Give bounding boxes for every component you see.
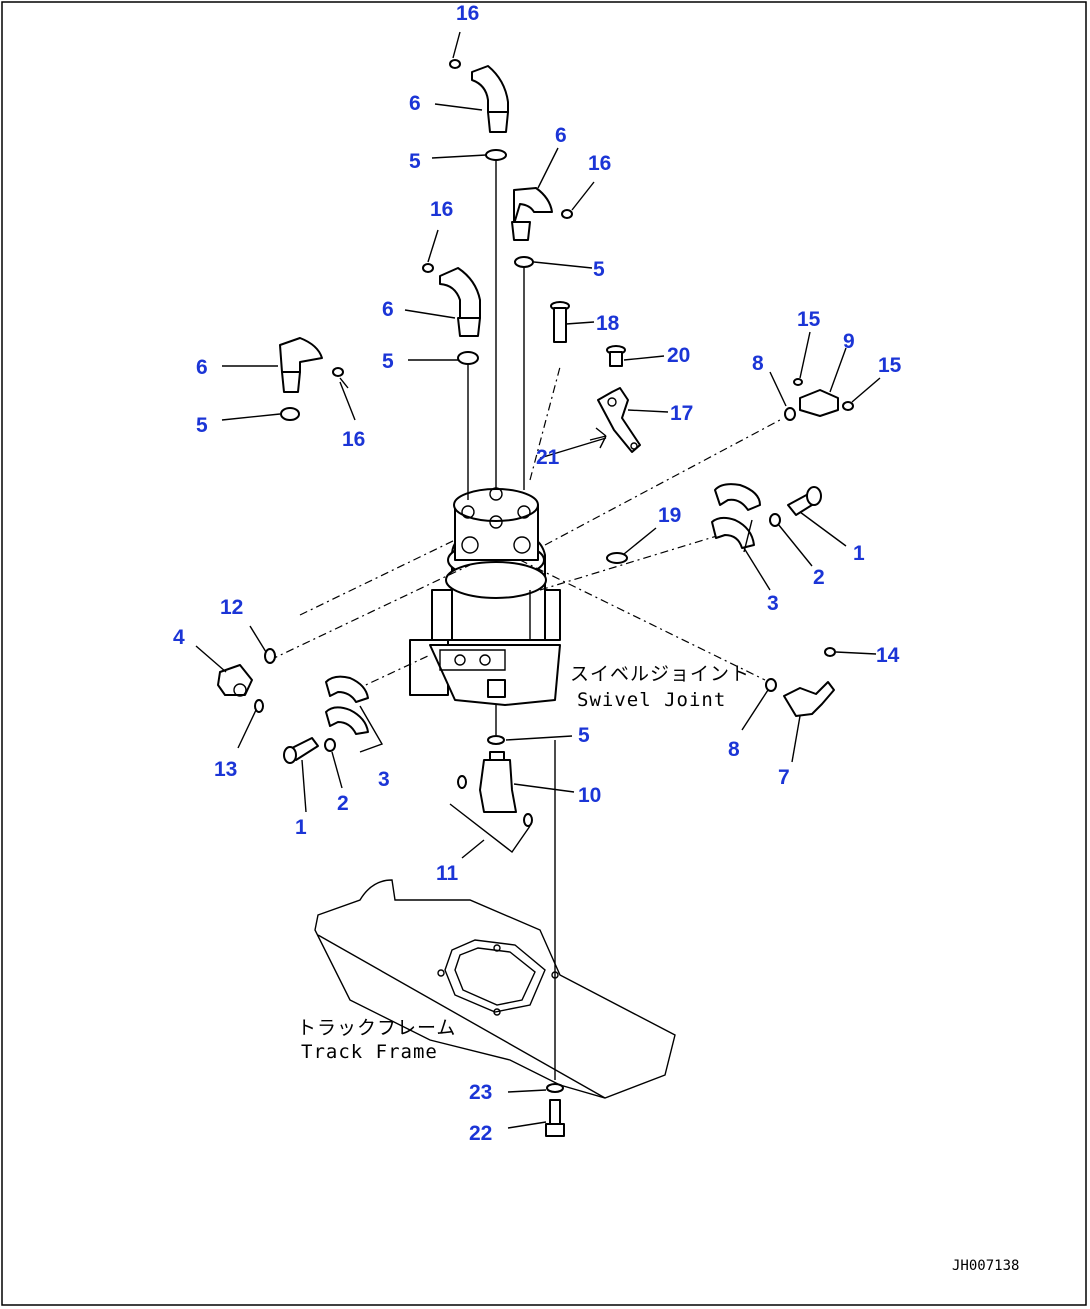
callout-16: 16 [588,152,611,175]
callout-16: 16 [456,2,479,25]
callout-17: 17 [670,402,693,425]
elbow-fitting-left [279,337,344,421]
tee-fitting-9 [784,378,854,421]
callout-13: 13 [214,758,237,781]
callout-7: 7 [778,766,790,789]
callout-2: 2 [813,566,825,589]
callout-16: 16 [342,428,365,451]
ring-19 [606,552,628,564]
callout-5: 5 [593,258,605,281]
callout-5: 5 [409,150,421,173]
split-flange-left [283,675,369,764]
swivel-joint-label-en: Swivel Joint [577,689,726,711]
swivel-joint-label-jp: スイベルジョイント [570,663,750,685]
callout-14: 14 [876,644,900,667]
swivel-joint-body [409,487,561,706]
callout-11: 11 [436,862,459,885]
callout-15: 15 [797,308,821,331]
callout-22: 22 [469,1122,492,1145]
callout-23: 23 [469,1081,492,1104]
callout-19: 19 [658,504,681,527]
connector-4 [217,648,276,713]
callout-9: 9 [843,330,855,353]
callout-5: 5 [578,724,590,747]
callout-6: 6 [196,356,208,379]
callout-16: 16 [430,198,453,221]
pin-18 [550,301,570,343]
component-labels: スイベルジョイント Swivel Joint トラックフレーム Track Fr… [297,663,1019,1274]
lock-plate-17 [597,387,641,453]
callout-10: 10 [578,784,601,807]
callout-20: 20 [667,344,690,367]
callout-5: 5 [196,414,208,437]
callout-1: 1 [295,816,307,839]
callout-3: 3 [767,592,779,615]
callout-15: 15 [878,354,902,377]
pin-20 [606,345,626,367]
callout-6: 6 [555,124,567,147]
callout-21: 21 [536,446,560,469]
callout-6: 6 [409,92,421,115]
track-frame-label-jp: トラックフレーム [297,1017,456,1039]
callout-8: 8 [752,352,764,375]
bolt-22 [545,1083,565,1137]
callout-6: 6 [382,298,394,321]
callout-12: 12 [220,596,243,619]
callout-4: 4 [173,626,185,649]
callout-2: 2 [337,792,349,815]
callout-8: 8 [728,738,740,761]
track-frame [314,879,676,1099]
assembly-lines [269,158,781,1080]
callout-5: 5 [382,350,394,373]
callout-1: 1 [853,542,865,565]
callout-numbers: 16 6 5 6 16 16 5 6 18 5 20 15 9 15 8 6 1… [173,2,902,1145]
drawing-code: JH007138 [952,1258,1019,1274]
valve-10 [457,735,533,827]
elbow-fitting-7 [765,647,836,717]
callout-3: 3 [378,768,390,791]
elbow-fitting-middle [422,263,481,365]
track-frame-label-en: Track Frame [301,1041,438,1063]
callout-18: 18 [596,312,620,335]
split-flange-right [711,483,822,549]
elbow-fitting-upper-right [511,187,573,268]
leader-lines [195,31,881,1129]
